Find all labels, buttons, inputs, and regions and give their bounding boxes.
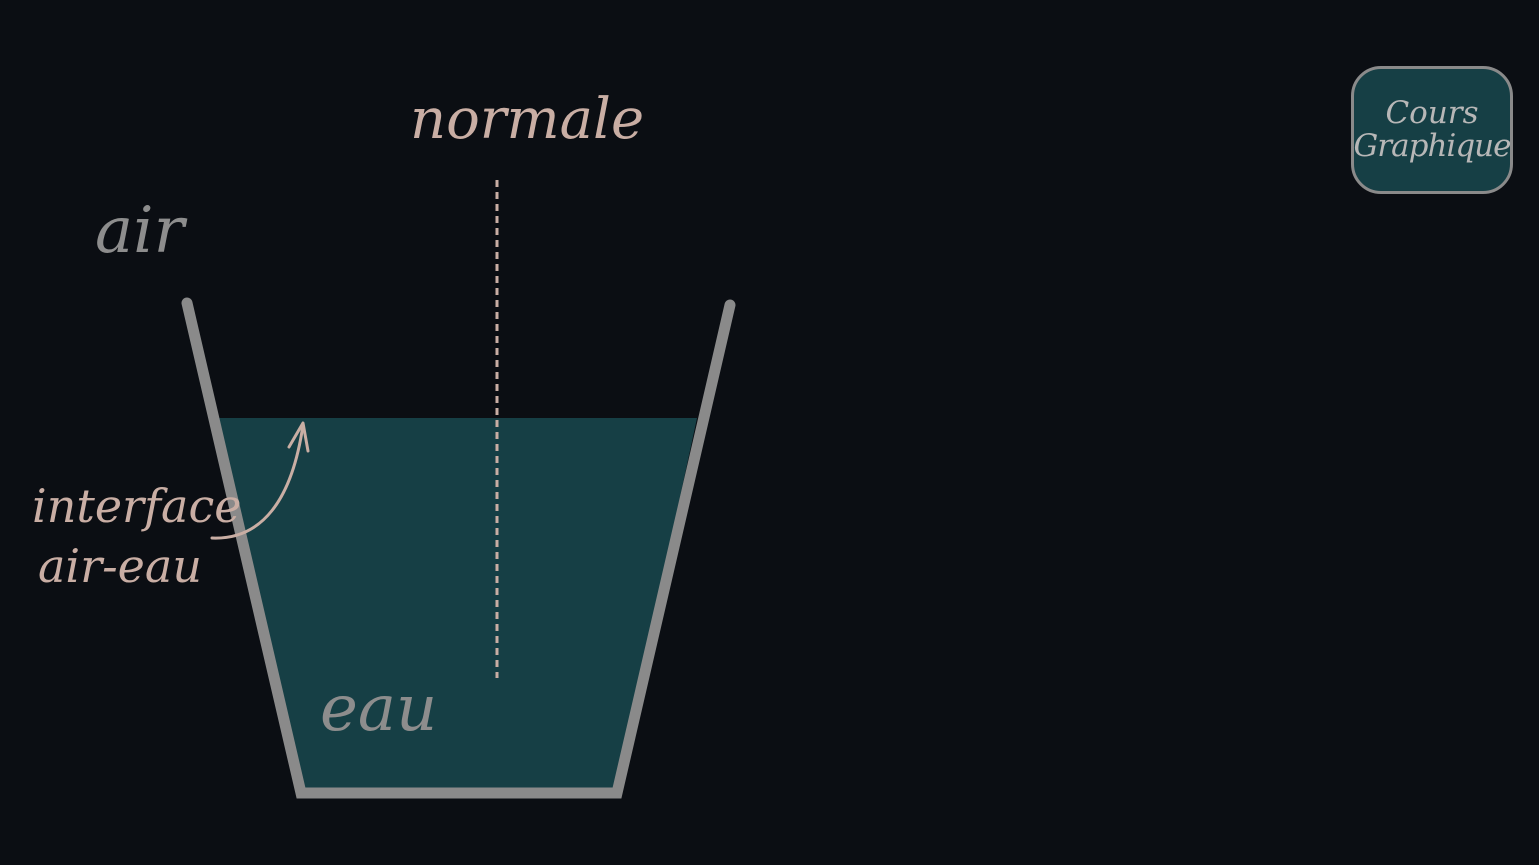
label-normale: normale [410, 87, 644, 152]
label-interface-line1: interface [32, 479, 241, 533]
label-interface-line2: air-eau [38, 539, 202, 593]
label-air: air [95, 194, 188, 268]
container-outline [181, 297, 736, 799]
label-eau: eau [320, 672, 437, 746]
water-region [218, 418, 697, 790]
interface-arrowhead-icon [287, 421, 310, 453]
logo-line-2: Graphique [1353, 128, 1512, 164]
logo-line-1: Cours [1385, 95, 1479, 132]
cours-graphique-logo: Cours Graphique [1351, 66, 1513, 194]
interface-arrow-icon [210, 423, 305, 540]
